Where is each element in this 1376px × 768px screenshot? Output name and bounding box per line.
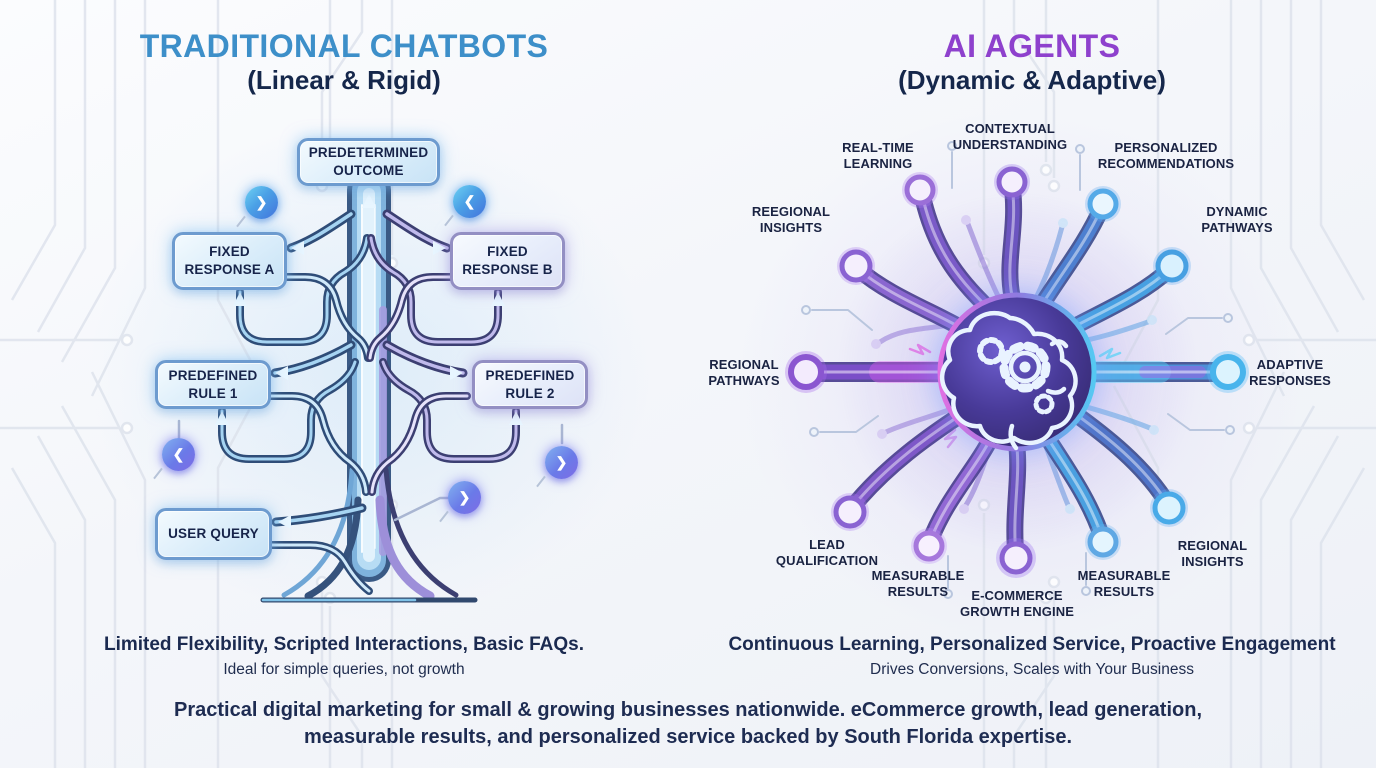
hub-label-lead-qualification: LEAD QUALIFICATION	[775, 537, 879, 568]
hub-label-measurable-results-left: MEASURABLE RESULTS	[871, 568, 965, 599]
hub-label-adaptive-responses: ADAPTIVE RESPONSES	[1249, 357, 1331, 388]
hub-label-reegional-insights: REEGIONAL INSIGHTS	[751, 204, 831, 235]
ai-hub-network	[785, 141, 1249, 599]
hub-label-measurable-results-right: MEASURABLE RESULTS	[1077, 568, 1171, 599]
flow-box-user-query: USER QUERY	[155, 508, 272, 560]
right-summary: Continuous Learning, Personalized Servic…	[728, 634, 1336, 655]
left-summary: Limited Flexibility, Scripted Interactio…	[103, 634, 585, 655]
left-title: TRADITIONAL CHATBOTS	[139, 28, 549, 64]
flow-arrows	[215, 194, 523, 529]
left-summary-sub: Ideal for simple queries, not growth	[223, 661, 465, 678]
left-flow-tree	[177, 168, 564, 603]
brain-gear-icon	[940, 310, 1078, 451]
ai-hub-core	[937, 292, 1097, 452]
hub-label-dynamic-pathways: DYNAMIC PATHWAYS	[1201, 204, 1273, 235]
hub-label-personalized-recommendations: PERSONALIZED RECOMMENDATIONS	[1097, 140, 1235, 171]
chevron-left-icon: ❮	[453, 185, 486, 218]
flow-box-fixed-response-b: FIXED RESPONSE B	[450, 232, 565, 290]
footer-line-1: Practical digital marketing for small & …	[173, 699, 1203, 721]
flow-box-predetermined-outcome: PREDETERMINED OUTCOME	[297, 138, 440, 186]
right-summary-sub: Drives Conversions, Scales with Your Bus…	[870, 661, 1194, 678]
right-title: AI AGENTS	[943, 28, 1121, 64]
hub-label-regional-insights: REGIONAL INSIGHTS	[1177, 538, 1248, 569]
flow-box-predefined-rule-2: PREDEFINED RULE 2	[472, 360, 588, 409]
chevron-right-icon: ❯	[545, 446, 578, 479]
footer-tagline: Practical digital marketing for small & …	[0, 697, 1376, 750]
flow-box-fixed-response-a: FIXED RESPONSE A	[172, 232, 287, 290]
flow-box-predefined-rule-1: PREDEFINED RULE 1	[155, 360, 271, 409]
hub-label-real-time-learning: REAL-TIME LEARNING	[842, 140, 914, 171]
chevron-left-icon: ❮	[162, 438, 195, 471]
hub-label-regional-pathways: REGIONAL PATHWAYS	[708, 357, 780, 388]
footer-line-2: measurable results, and personalized ser…	[303, 725, 1073, 748]
hub-end-nodes	[785, 164, 1249, 578]
hub-label-ecommerce-growth-engine: E-COMMERCE GROWTH ENGINE	[960, 588, 1074, 619]
chevron-right-icon: ❯	[448, 481, 481, 514]
chevron-right-icon: ❯	[245, 186, 278, 219]
right-subtitle: (Dynamic & Adaptive)	[898, 65, 1166, 95]
left-subtitle: (Linear & Rigid)	[247, 65, 441, 95]
hub-label-contextual-understanding: CONTEXTUAL UNDERSTANDING	[952, 121, 1068, 152]
